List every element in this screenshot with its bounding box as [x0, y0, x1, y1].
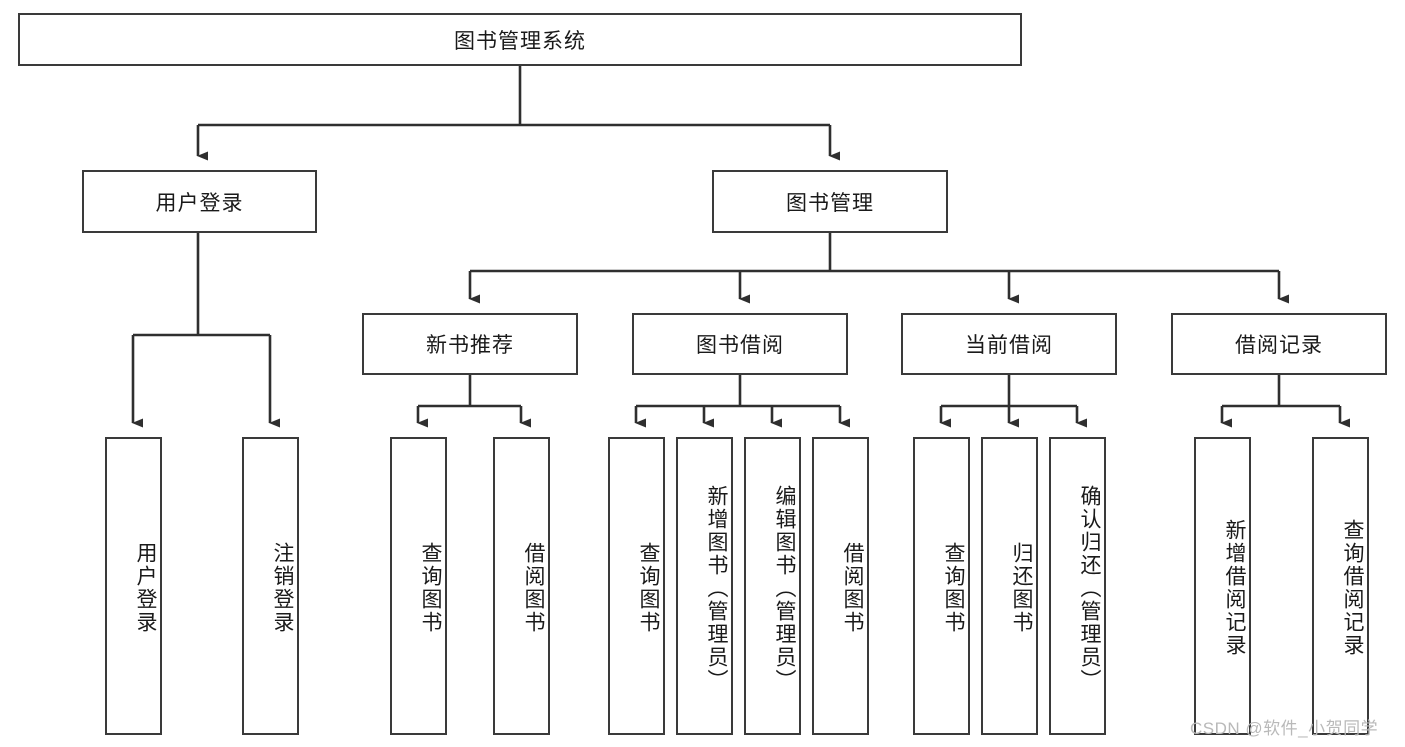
node-label: 查询借阅记录 [1341, 519, 1364, 657]
node-label: 注销登录 [271, 542, 294, 634]
node-new-book-recommend[interactable]: 新书推荐 [362, 313, 578, 375]
node-label: 确认归还（管理员） [1078, 484, 1101, 692]
csdn-watermark: CSDN @软件_小贺同学 [1190, 719, 1379, 738]
node-query-book-1[interactable]: 查询图书 [390, 437, 447, 735]
node-label: 借阅图书 [841, 542, 864, 634]
node-borrow-book-1[interactable]: 借阅图书 [493, 437, 550, 735]
node-label: 借阅图书 [522, 542, 545, 634]
node-label: 查询图书 [942, 542, 965, 634]
node-edit-book-admin[interactable]: 编辑图书（管理员） [744, 437, 801, 735]
node-add-borrow-record[interactable]: 新增借阅记录 [1194, 437, 1251, 735]
node-book-management-system[interactable]: 图书管理系统 [18, 13, 1022, 66]
node-label: 用户登录 [155, 191, 244, 215]
node-label: 图书管理 [786, 191, 874, 215]
node-user-login[interactable]: 用户登录 [82, 170, 317, 233]
node-label: 编辑图书（管理员） [773, 484, 796, 692]
node-book-management[interactable]: 图书管理 [712, 170, 948, 233]
node-label: 借阅记录 [1235, 334, 1323, 357]
node-book-borrow[interactable]: 图书借阅 [632, 313, 848, 375]
node-label: 图书借阅 [696, 334, 784, 357]
node-label: 查询图书 [637, 542, 660, 634]
node-label: 归还图书 [1010, 542, 1033, 634]
node-label: 新增借阅记录 [1223, 519, 1246, 657]
node-query-borrow-record[interactable]: 查询借阅记录 [1312, 437, 1369, 735]
node-label: 当前借阅 [965, 334, 1053, 357]
node-add-book-admin[interactable]: 新增图书（管理员） [676, 437, 733, 735]
node-logout-leaf[interactable]: 注销登录 [242, 437, 299, 735]
node-label: 图书管理系统 [454, 29, 586, 53]
node-user-login-leaf[interactable]: 用户登录 [105, 437, 162, 735]
node-return-book[interactable]: 归还图书 [981, 437, 1038, 735]
node-confirm-return-admin[interactable]: 确认归还（管理员） [1049, 437, 1106, 735]
node-borrow-record[interactable]: 借阅记录 [1171, 313, 1387, 375]
node-label: 新书推荐 [426, 334, 514, 357]
node-query-book-3[interactable]: 查询图书 [913, 437, 970, 735]
node-query-book-2[interactable]: 查询图书 [608, 437, 665, 735]
node-borrow-book-2[interactable]: 借阅图书 [812, 437, 869, 735]
node-label: 查询图书 [419, 542, 442, 634]
node-label: 新增图书（管理员） [705, 484, 728, 692]
node-label: 用户登录 [134, 542, 157, 634]
node-current-borrow[interactable]: 当前借阅 [901, 313, 1117, 375]
